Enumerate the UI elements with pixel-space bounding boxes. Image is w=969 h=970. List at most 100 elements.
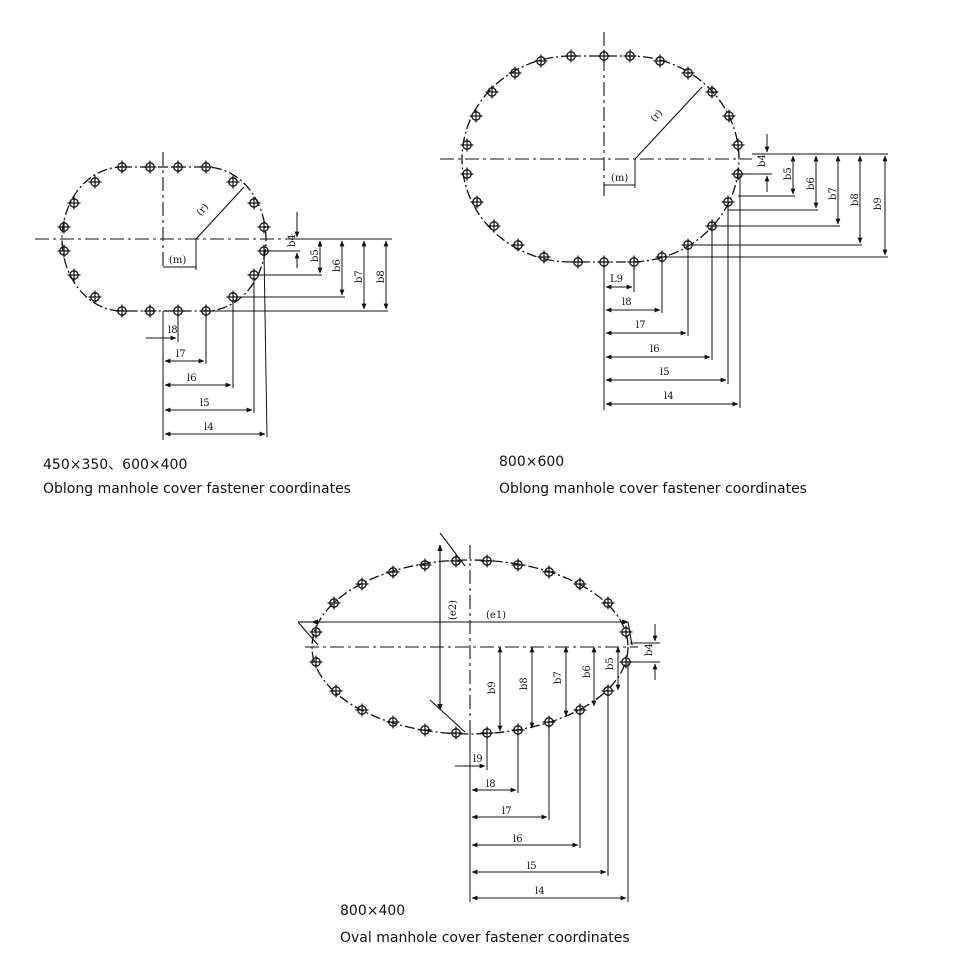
bolt-icon (652, 53, 668, 69)
label-l5: l5 (200, 398, 210, 409)
bolt-icon (510, 237, 526, 253)
bolt-icon (417, 557, 433, 573)
l-dimensions (455, 662, 629, 902)
bolt-icon (486, 218, 502, 234)
radius-line (634, 86, 703, 160)
radius-line (195, 186, 245, 240)
label-l6: l6 (187, 373, 197, 384)
diagram-3-size: 800×400 (340, 903, 406, 919)
m-dim (604, 159, 636, 188)
diagram-2-size: 800×600 (499, 454, 565, 470)
bolt-icon (198, 159, 214, 175)
l-dimensions (146, 250, 268, 440)
centerlines (305, 545, 638, 750)
bolt-icon (468, 108, 484, 124)
bolt-icon (354, 702, 370, 718)
bolt-icon (56, 219, 72, 235)
bolt-icon (308, 654, 324, 670)
diagram-oblong-small (35, 152, 392, 440)
label-l7: l7 (502, 806, 512, 817)
bolt-icon (385, 564, 401, 580)
diagram-2-title: Oblong manhole cover fastener coordinate… (499, 481, 807, 497)
label-l8: l8 (168, 325, 178, 336)
bolt-icon (66, 267, 82, 283)
bolt-icon (417, 722, 433, 738)
label-e1: (e1) (486, 610, 506, 621)
diagram-oblong-large (440, 32, 888, 410)
bolt-icon (142, 159, 158, 175)
bolt-icon (622, 48, 638, 64)
bolt-icon (563, 48, 579, 64)
b-dimensions (662, 134, 888, 258)
bolt-icon (459, 166, 475, 182)
bolt-icon (570, 254, 586, 270)
b-dimensions (497, 624, 660, 732)
bolt-icon (572, 576, 588, 592)
bolt-icon (484, 84, 500, 100)
bolt-icon (600, 595, 616, 611)
bolt-icon (730, 137, 746, 153)
label-l4: l4 (204, 422, 214, 433)
bolt-icon (479, 553, 495, 569)
b-dimensions (206, 212, 392, 312)
bolt-icon (469, 194, 485, 210)
e1-dim (297, 619, 633, 646)
bolt-icon (510, 557, 526, 573)
label-b4: b4 (757, 154, 768, 167)
label-l5: l5 (527, 861, 537, 872)
bolt-icon (170, 159, 186, 175)
diagram-2-labels: (r) (m) b4 b5 b6 b7 b8 b9 L9 l8 l7 l6 l5… (610, 108, 884, 402)
m-dim (163, 239, 197, 270)
label-b6: b6 (332, 259, 343, 272)
bolt-icon (354, 576, 370, 592)
bolt-icon (448, 553, 464, 569)
bolt-icon (680, 65, 696, 81)
diagram-3-title: Oval manhole cover fastener coordinates (340, 930, 630, 946)
bolt-icon (56, 243, 72, 259)
bolt-icon (87, 289, 103, 305)
label-b7: b7 (553, 671, 564, 684)
label-b5: b5 (605, 657, 616, 670)
label-l9: l9 (473, 754, 483, 765)
label-b7: b7 (828, 187, 839, 200)
bolt-icon (66, 195, 82, 211)
label-r: (r) (195, 202, 212, 219)
label-m: (m) (169, 255, 186, 266)
diagram-3-labels: (e1) (e2) b4 b9 b8 b7 b6 b5 l9 l8 l7 l6 … (448, 600, 655, 897)
label-l4: l4 (535, 886, 545, 897)
diagram-1-size: 450×350、600×400 (43, 457, 188, 473)
bolt-icon (142, 303, 158, 319)
label-l8: l8 (622, 297, 632, 308)
bolt-icon (721, 108, 737, 124)
label-b4: b4 (644, 643, 655, 656)
label-l6: l6 (650, 344, 660, 355)
bolt-icon (328, 683, 344, 699)
label-b4: b4 (287, 234, 298, 247)
label-b8: b8 (850, 193, 861, 206)
label-m: (m) (611, 173, 628, 184)
bolt-icon (308, 624, 324, 640)
label-b9: b9 (873, 197, 884, 210)
label-l8: l8 (486, 779, 496, 790)
diagram-oval (297, 532, 660, 902)
label-l5: l5 (660, 367, 670, 378)
label-b8: b8 (376, 270, 387, 283)
bolt-icon (596, 48, 612, 64)
l-dimensions (603, 174, 741, 410)
bolt-icon (536, 249, 552, 265)
label-l4: l4 (664, 391, 674, 402)
bolt-icon (533, 53, 549, 69)
bolt-icon (256, 219, 272, 235)
diagram-1-title: Oblong manhole cover fastener coordinate… (43, 481, 351, 497)
label-b5: b5 (783, 167, 794, 180)
label-L9: L9 (610, 274, 623, 285)
label-e2: (e2) (448, 600, 459, 620)
bolt-icon (385, 714, 401, 730)
label-l6: l6 (513, 834, 523, 845)
label-r: (r) (649, 108, 666, 125)
label-b7: b7 (354, 270, 365, 283)
diagram-1-labels: (r) (m) b4 b5 b6 b7 b8 l8 l7 l6 l5 l4 (168, 202, 387, 433)
label-b6: b6 (582, 665, 593, 678)
bolt-icon (114, 303, 130, 319)
